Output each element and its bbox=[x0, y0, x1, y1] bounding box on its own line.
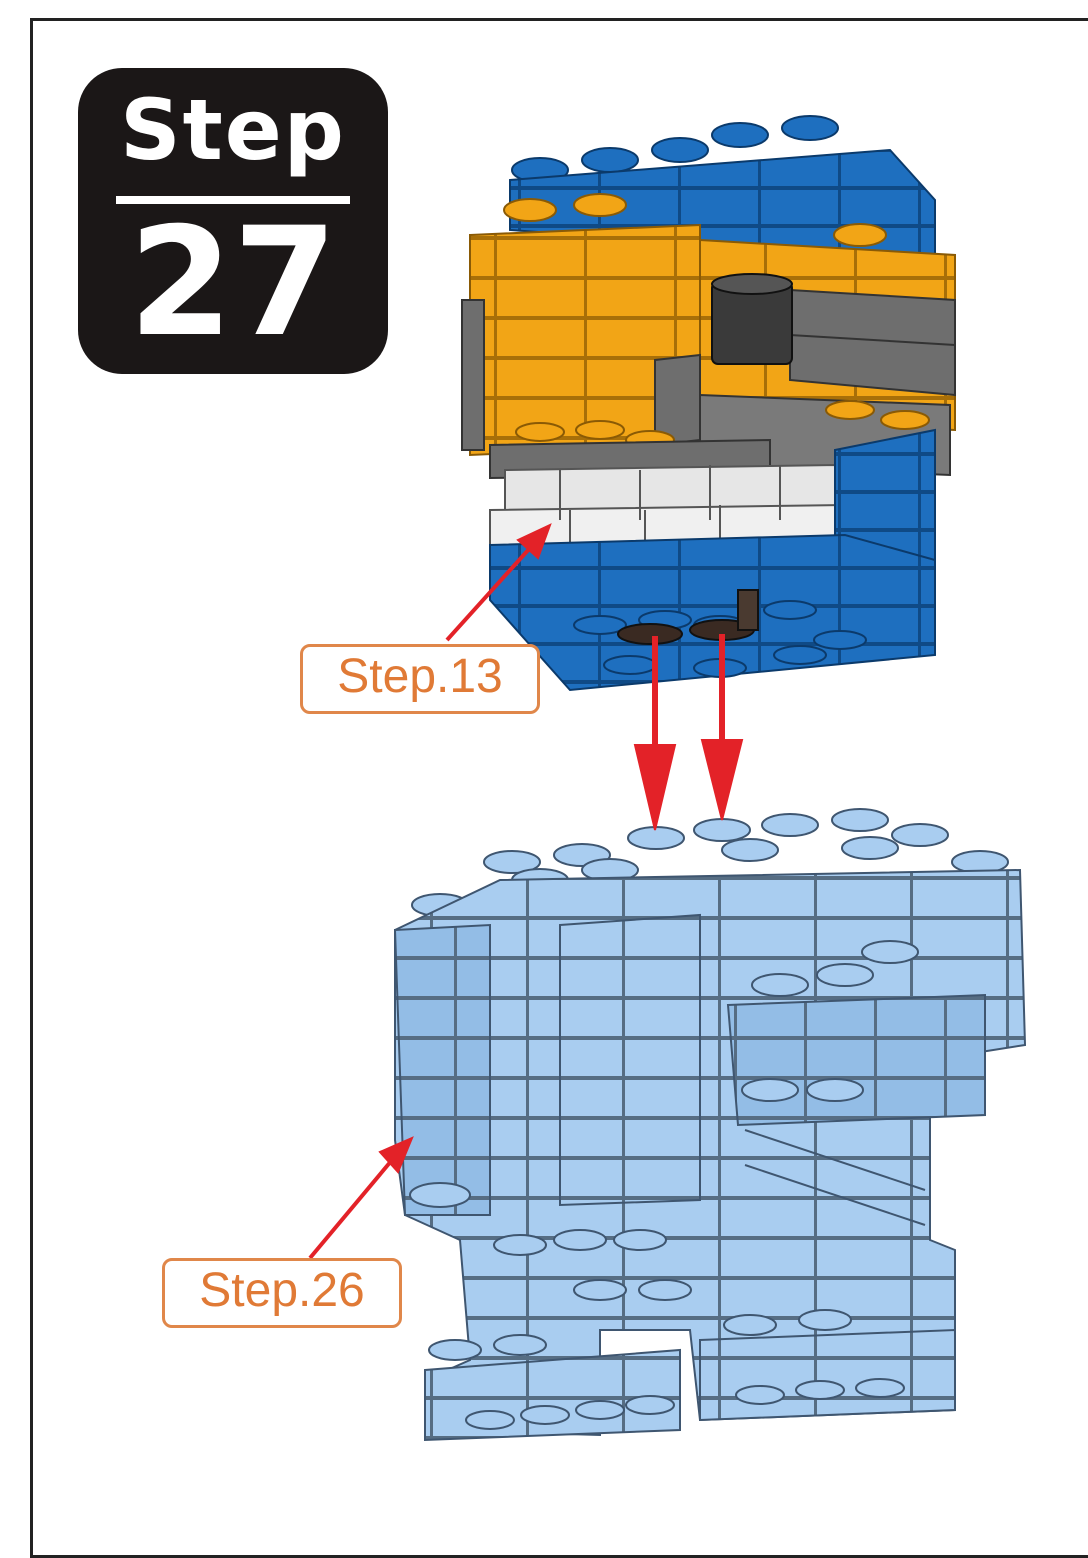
callout-body-step-ref: Step.26 bbox=[162, 1258, 402, 1328]
body-assembly bbox=[395, 809, 1025, 1440]
head-assembly bbox=[462, 116, 955, 690]
step-number: 27 bbox=[78, 208, 388, 358]
callout-head-step-ref: Step.13 bbox=[300, 644, 540, 714]
step-badge: Step 27 bbox=[78, 68, 388, 374]
step-label: Step bbox=[78, 88, 388, 172]
